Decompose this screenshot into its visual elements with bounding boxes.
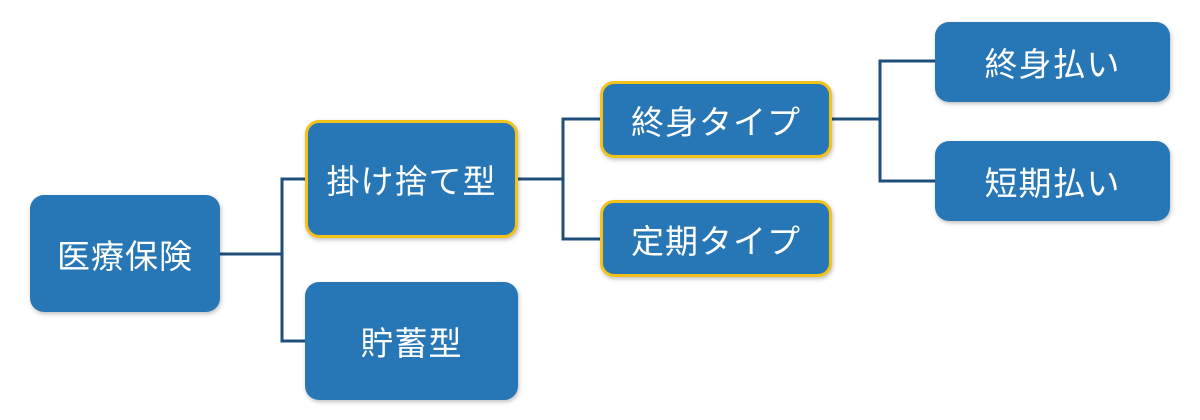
node-label: 貯蓄型 [360, 324, 463, 363]
node-term-no-savings: 掛け捨て型 [305, 120, 518, 238]
node-fixed-term-type: 定期タイプ [600, 200, 832, 277]
node-label: 医療保険 [57, 236, 193, 276]
node-label: 終身払い [984, 45, 1121, 84]
node-label: 定期タイプ [631, 221, 801, 261]
node-short-term-payment: 短期払い [935, 141, 1170, 221]
node-medical-insurance: 医療保険 [30, 195, 220, 312]
node-label: 短期払い [984, 164, 1121, 203]
node-savings-type: 貯蓄型 [305, 282, 518, 400]
node-whole-life-type: 終身タイプ [600, 81, 832, 158]
node-lifetime-payment: 終身払い [935, 22, 1170, 102]
node-label: 終身タイプ [631, 102, 801, 142]
node-label: 掛け捨て型 [326, 162, 497, 201]
